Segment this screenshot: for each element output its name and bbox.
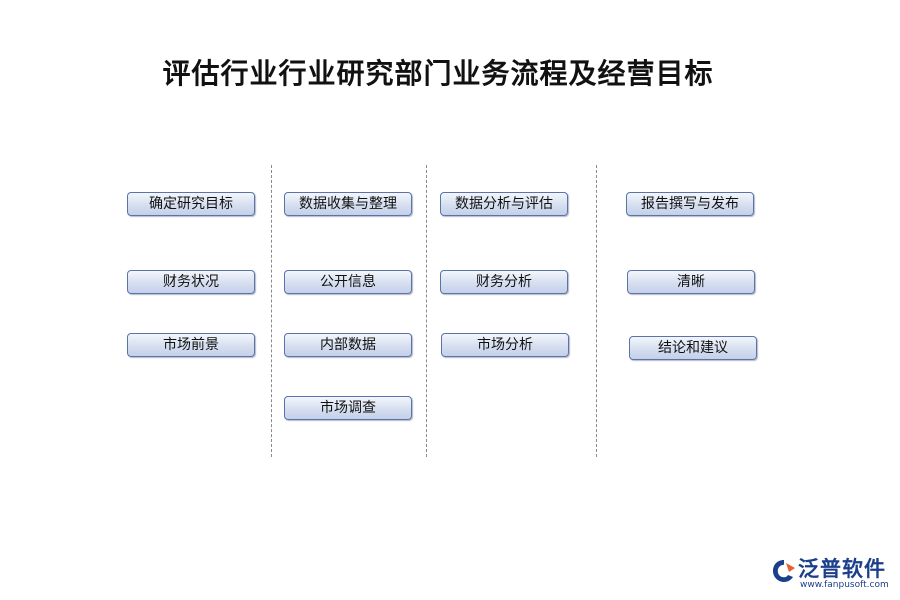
- brand-logo: 泛普软件 www.fanpusoft.com: [770, 553, 895, 597]
- step-box-market-outlook: 市场前景: [127, 333, 255, 357]
- step-box-internal-data: 内部数据: [284, 333, 412, 357]
- column-divider: [271, 165, 272, 457]
- logo-name: 泛普软件: [798, 557, 886, 581]
- step-box-public-info: 公开信息: [284, 270, 412, 294]
- step-box-clarity: 清晰: [627, 270, 755, 294]
- fanpu-logo-icon: [773, 560, 795, 582]
- step-box-report-writing: 报告撰写与发布: [626, 192, 754, 216]
- column-divider: [596, 165, 597, 457]
- step-box-data-collection: 数据收集与整理: [284, 192, 412, 216]
- step-box-market-survey: 市场调查: [284, 396, 412, 420]
- logo-url: www.fanpusoft.com: [800, 580, 889, 590]
- column-divider: [426, 165, 427, 457]
- step-box-define-goals: 确定研究目标: [127, 192, 255, 216]
- step-box-conclusions: 结论和建议: [629, 336, 757, 360]
- step-box-market-analysis: 市场分析: [441, 333, 569, 357]
- step-box-financial-status: 财务状况: [127, 270, 255, 294]
- step-box-data-analysis: 数据分析与评估: [440, 192, 568, 216]
- page-title: 评估行业行业研究部门业务流程及经营目标: [162, 57, 714, 90]
- step-box-financial-analysis: 财务分析: [440, 270, 568, 294]
